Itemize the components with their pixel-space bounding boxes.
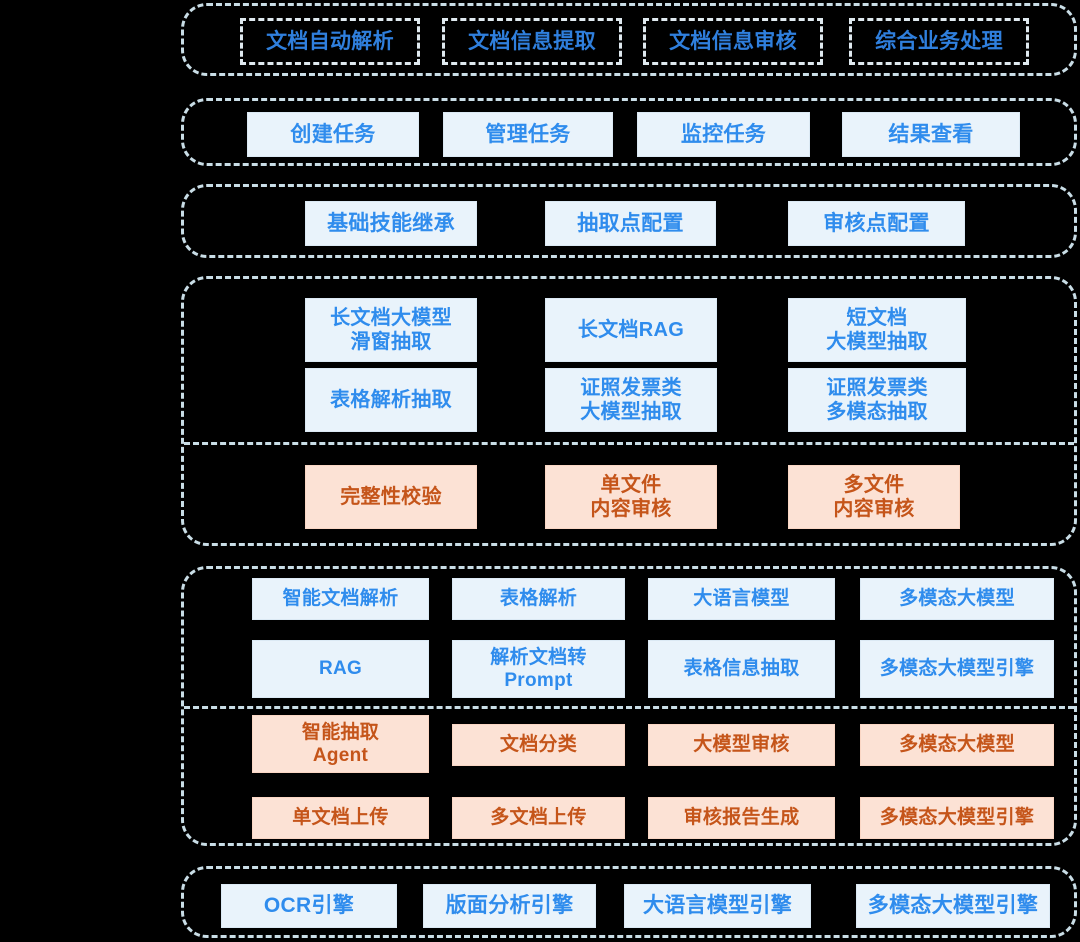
tile-table-parse[interactable]: 表格解析 xyxy=(452,578,625,620)
tile-base-skill-inherit[interactable]: 基础技能继承 xyxy=(305,201,477,246)
tile-intelligent-doc-parse[interactable]: 智能文档解析 xyxy=(252,578,429,620)
tile-document-auto-parse[interactable]: 文档自动解析 xyxy=(240,18,420,65)
tile-ocr-engine[interactable]: OCR引擎 xyxy=(221,884,397,928)
tile-review-report-generation[interactable]: 审核报告生成 xyxy=(648,797,835,839)
tile-multimodal-large-model-orange[interactable]: 多模态大模型 xyxy=(860,724,1054,766)
tile-table-info-extract[interactable]: 表格信息抽取 xyxy=(648,640,835,698)
tile-layout-analysis-engine[interactable]: 版面分析引擎 xyxy=(423,884,596,928)
section-atomic-capabilities: 智能文档解析 表格解析 大语言模型 多模态大模型 RAG 解析文档转 Promp… xyxy=(181,566,1077,846)
tile-extraction-point-config[interactable]: 抽取点配置 xyxy=(545,201,716,246)
tile-monitor-task[interactable]: 监控任务 xyxy=(637,112,810,157)
tile-manage-task[interactable]: 管理任务 xyxy=(443,112,613,157)
tile-multi-file-content-review[interactable]: 多文件 内容审核 xyxy=(788,465,960,529)
tile-short-doc-llm-extract[interactable]: 短文档 大模型抽取 xyxy=(788,298,966,362)
tile-single-file-content-review[interactable]: 单文件 内容审核 xyxy=(545,465,717,529)
tile-parsed-doc-to-prompt[interactable]: 解析文档转 Prompt xyxy=(452,640,625,698)
tile-multi-doc-upload[interactable]: 多文档上传 xyxy=(452,797,625,839)
tile-document-info-extract[interactable]: 文档信息提取 xyxy=(442,18,622,65)
tile-document-classification[interactable]: 文档分类 xyxy=(452,724,625,766)
section-skill-configuration: 基础技能继承 抽取点配置 审核点配置 xyxy=(181,184,1077,258)
tile-long-doc-rag[interactable]: 长文档RAG xyxy=(545,298,717,362)
section-task-management: 创建任务 管理任务 监控任务 结果查看 xyxy=(181,98,1077,166)
section-capabilities: 长文档大模型 滑窗抽取 长文档RAG 短文档 大模型抽取 表格解析抽取 证照发票… xyxy=(181,276,1077,546)
section-engine-layer: OCR引擎 版面分析引擎 大语言模型引擎 多模态大模型引擎 xyxy=(181,866,1077,938)
tile-table-parse-extract[interactable]: 表格解析抽取 xyxy=(305,368,477,432)
tile-llm-engine[interactable]: 大语言模型引擎 xyxy=(624,884,811,928)
tile-rag[interactable]: RAG xyxy=(252,640,429,698)
capabilities-divider xyxy=(184,442,1074,445)
section-business-scenarios: 文档自动解析 文档信息提取 文档信息审核 综合业务处理 xyxy=(181,3,1077,76)
atomic-capabilities-divider xyxy=(184,706,1074,709)
tile-view-results[interactable]: 结果查看 xyxy=(842,112,1020,157)
tile-intelligent-extract-agent[interactable]: 智能抽取 Agent xyxy=(252,715,429,773)
tile-single-doc-upload[interactable]: 单文档上传 xyxy=(252,797,429,839)
tile-large-language-model[interactable]: 大语言模型 xyxy=(648,578,835,620)
tile-document-info-review[interactable]: 文档信息审核 xyxy=(643,18,823,65)
tile-long-doc-llm-sliding-window[interactable]: 长文档大模型 滑窗抽取 xyxy=(305,298,477,362)
tile-create-task[interactable]: 创建任务 xyxy=(247,112,419,157)
tile-certificate-invoice-multimodal-extract[interactable]: 证照发票类 多模态抽取 xyxy=(788,368,966,432)
tile-llm-review[interactable]: 大模型审核 xyxy=(648,724,835,766)
tile-multimodal-model-engine-orange[interactable]: 多模态大模型引擎 xyxy=(860,797,1054,839)
tile-multimodal-model-engine-mid[interactable]: 多模态大模型引擎 xyxy=(860,640,1054,698)
tile-certificate-invoice-llm-extract[interactable]: 证照发票类 大模型抽取 xyxy=(545,368,717,432)
tile-multimodal-model-engine-bottom[interactable]: 多模态大模型引擎 xyxy=(856,884,1050,928)
tile-comprehensive-business[interactable]: 综合业务处理 xyxy=(849,18,1029,65)
tile-review-point-config[interactable]: 审核点配置 xyxy=(788,201,965,246)
tile-integrity-check[interactable]: 完整性校验 xyxy=(305,465,477,529)
tile-multimodal-large-model[interactable]: 多模态大模型 xyxy=(860,578,1054,620)
